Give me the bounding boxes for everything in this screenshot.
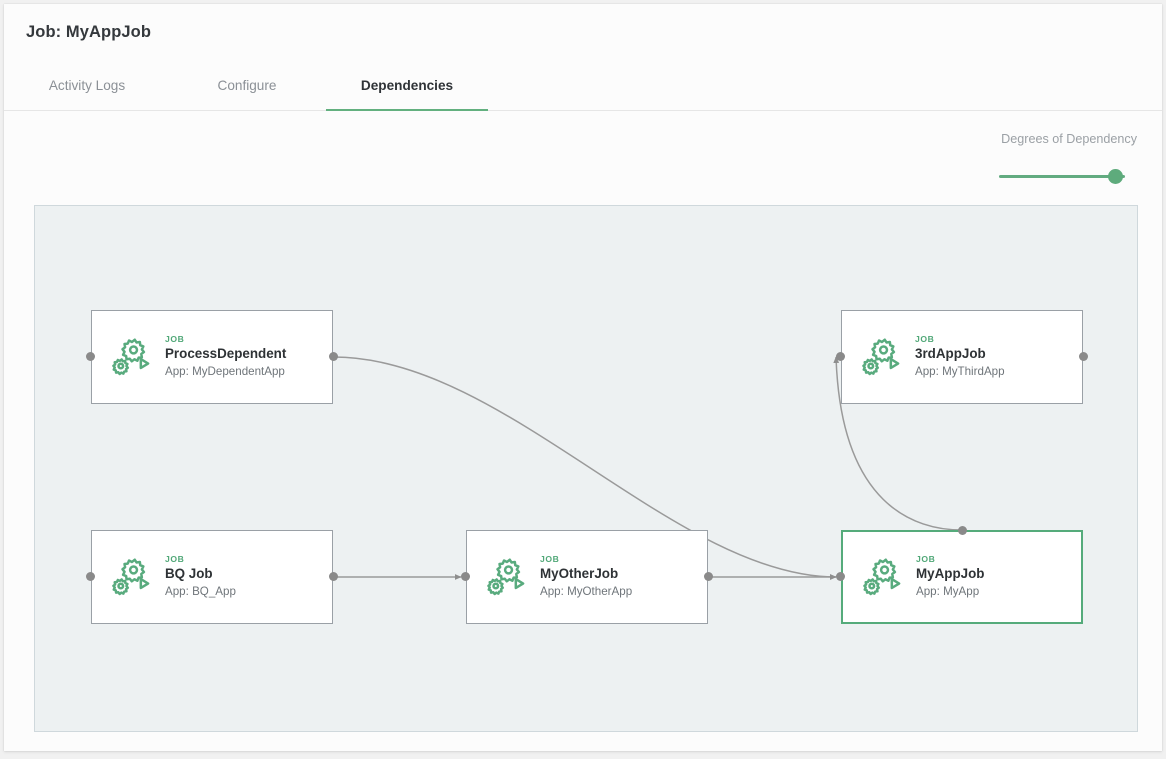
handle-third-app-job-right[interactable]	[1079, 352, 1088, 361]
page-card: Job: MyAppJob Activity Logs Configure De…	[4, 4, 1162, 751]
tab-dependencies-label: Dependencies	[360, 77, 454, 93]
node-app: App: MyDependentApp	[165, 364, 285, 378]
edge-layer	[333, 356, 963, 580]
handle-process-dependent-left[interactable]	[86, 352, 95, 361]
job-gear-play-icon	[112, 558, 150, 596]
node-app: App: MyApp	[916, 584, 980, 598]
degrees-of-dependency-slider[interactable]	[999, 168, 1125, 186]
handle-process-dependent-right[interactable]	[329, 352, 338, 361]
node-title: MyOtherJob	[540, 566, 619, 582]
node-text: JOB BQ Job App: BQ_App	[165, 554, 332, 601]
node-third-app-job[interactable]: JOB 3rdAppJob App: MyThirdApp	[841, 310, 1083, 404]
job-gear-play-icon	[863, 558, 901, 596]
node-title: ProcessDependent	[165, 346, 287, 362]
page-title: Job: MyAppJob	[26, 23, 152, 41]
node-my-app-job[interactable]: JOB MyAppJob App: MyApp	[841, 530, 1083, 624]
node-kicker: JOB	[165, 553, 185, 564]
handle-bq-job-right[interactable]	[329, 572, 338, 581]
node-kicker: JOB	[540, 553, 560, 564]
tab-bar: Activity Logs Configure Dependencies	[4, 61, 1162, 111]
tab-activity-logs[interactable]: Activity Logs	[26, 61, 148, 109]
tab-activity-logs-label: Activity Logs	[48, 77, 126, 93]
degrees-of-dependency-control: Degrees of Dependency	[877, 132, 1137, 194]
handle-my-app-job-left[interactable]	[836, 572, 845, 581]
tab-dependencies[interactable]: Dependencies	[326, 61, 488, 111]
slider-thumb[interactable]	[1108, 169, 1123, 184]
node-my-other-job[interactable]: JOB MyOtherJob App: MyOtherApp	[466, 530, 708, 624]
node-kicker: JOB	[916, 553, 936, 564]
node-text: JOB MyOtherJob App: MyOtherApp	[540, 554, 707, 601]
node-text: JOB 3rdAppJob App: MyThirdApp	[915, 334, 1082, 381]
node-title: 3rdAppJob	[915, 346, 986, 362]
node-kicker: JOB	[165, 333, 185, 344]
node-bq-job[interactable]: JOB BQ Job App: BQ_App	[91, 530, 333, 624]
node-app: App: MyOtherApp	[540, 584, 633, 598]
job-gear-play-icon	[112, 338, 150, 376]
node-process-dependent[interactable]: JOB ProcessDependent App: MyDependentApp	[91, 310, 333, 404]
tab-configure[interactable]: Configure	[186, 61, 308, 109]
node-text: JOB ProcessDependent App: MyDependentApp	[165, 334, 332, 381]
node-title: BQ Job	[165, 566, 213, 582]
page-header: Job: MyAppJob	[4, 4, 1162, 61]
handle-bq-job-left[interactable]	[86, 572, 95, 581]
handle-my-other-job-left[interactable]	[461, 572, 470, 581]
node-text: JOB MyAppJob App: MyApp	[916, 554, 1081, 601]
degrees-of-dependency-label: Degrees of Dependency	[1001, 132, 1137, 146]
handle-my-app-job-top[interactable]	[958, 526, 967, 535]
handle-my-other-job-right[interactable]	[704, 572, 713, 581]
handle-third-app-job-left[interactable]	[836, 352, 845, 361]
job-gear-play-icon	[487, 558, 525, 596]
dependency-graph-canvas[interactable]: JOB ProcessDependent App: MyDependentApp	[34, 205, 1138, 732]
node-title: MyAppJob	[916, 566, 985, 582]
tab-configure-label: Configure	[217, 77, 277, 93]
node-app: App: BQ_App	[165, 584, 236, 598]
slider-track[interactable]	[999, 175, 1125, 178]
job-gear-play-icon	[862, 338, 900, 376]
node-app: App: MyThirdApp	[915, 364, 1005, 378]
node-kicker: JOB	[915, 333, 935, 344]
